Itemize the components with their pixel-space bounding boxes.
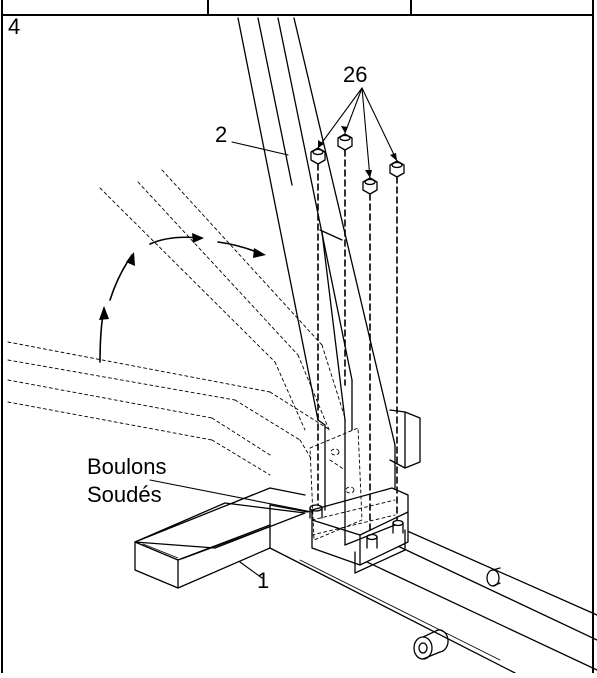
rotation-arrowheads <box>99 233 266 320</box>
rotation-arrows <box>99 236 263 363</box>
part-2-label: 2 <box>215 122 228 147</box>
alignment-lines <box>317 149 398 533</box>
base-frame <box>134 409 597 674</box>
welded-bolts-label-line1: Boulons <box>87 454 167 479</box>
upright-post <box>237 17 396 546</box>
part-1-label: 1 <box>257 568 270 593</box>
nuts <box>310 133 405 195</box>
part-26-label: 26 <box>343 62 368 87</box>
welded-bolts-label-line2: Soudés <box>87 482 162 507</box>
phantom-positions <box>7 169 396 541</box>
leader-lines <box>149 87 398 579</box>
leader-arrowheads <box>318 126 397 178</box>
step-number: 4 <box>8 14 21 39</box>
